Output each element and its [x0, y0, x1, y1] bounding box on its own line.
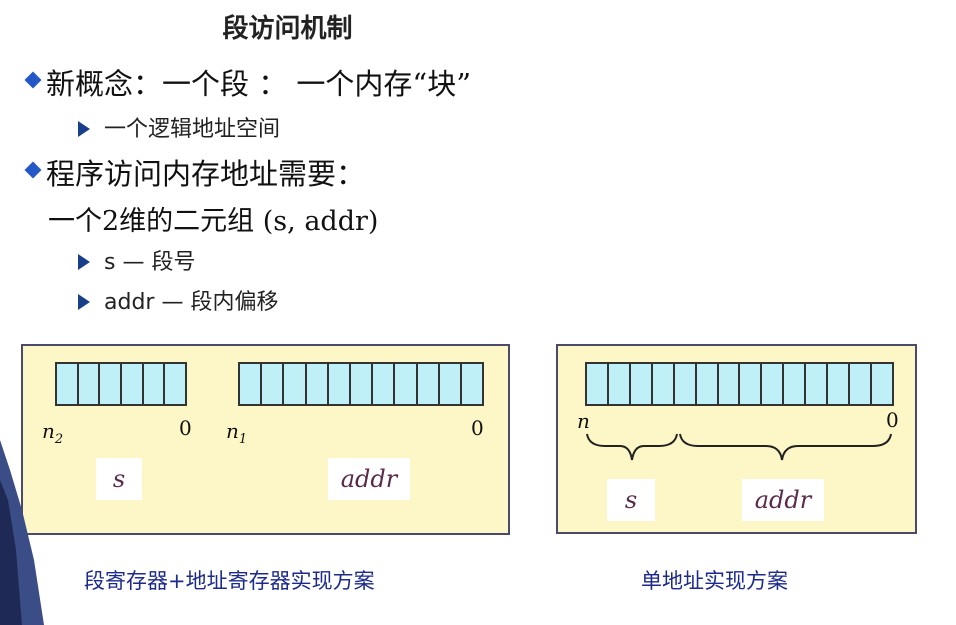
- segment-register-low-bit: 0: [179, 416, 192, 440]
- bullet-diamond-icon: [24, 71, 42, 89]
- left-scheme-panel: n2 0 n1 0 s addr: [21, 344, 510, 535]
- address-field-label: addr: [742, 479, 824, 521]
- right-scheme-panel: n 0 s addr: [556, 344, 917, 534]
- bullet-diamond-icon: [24, 161, 42, 179]
- arrow-bullet-icon: [78, 294, 90, 310]
- sub-item-segment-number: s — 段号: [78, 244, 195, 276]
- right-scheme-caption: 单地址实现方案: [641, 569, 788, 593]
- arrow-bullet-icon: [78, 121, 90, 137]
- segment-field-label: s: [607, 479, 655, 521]
- segment-brace-icon: [586, 433, 892, 461]
- single-address-register: [585, 362, 894, 406]
- address-register-high-bit: n1: [226, 419, 248, 447]
- address-field-label: addr: [328, 458, 410, 500]
- arrow-bullet-icon: [78, 254, 90, 270]
- bullet-program-access: 程序访问内存地址需要：: [46, 157, 366, 191]
- sub-item-logical-address-space: 一个逻辑地址空间: [78, 111, 280, 143]
- bullet-new-concept: 新概念：一个段 ： 一个内存“块”: [46, 67, 472, 101]
- address-register-low-bit: 0: [471, 416, 484, 440]
- segment-field-label: s: [96, 458, 142, 500]
- presenter-silhouette: [0, 440, 44, 625]
- sub-item-segment-offset: addr — 段内偏移: [78, 284, 278, 316]
- left-scheme-caption: 段寄存器+地址寄存器实现方案: [84, 569, 375, 593]
- segment-register: [55, 362, 187, 406]
- tuple-description: 一个2维的二元组 (s, addr): [48, 206, 379, 237]
- slide-title: 段访问机制: [222, 14, 353, 44]
- register-high-bit: n: [577, 409, 590, 433]
- segment-register-high-bit: n2: [42, 419, 64, 447]
- register-low-bit: 0: [886, 408, 899, 432]
- address-register: [238, 362, 484, 406]
